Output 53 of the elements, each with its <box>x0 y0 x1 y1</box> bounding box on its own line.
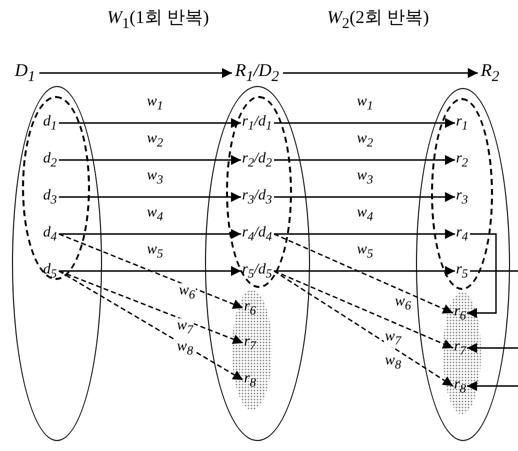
element-label: d$_{5}$ <box>43 262 57 280</box>
element-label: r$_{7}$ <box>454 339 466 357</box>
edge-label: w$_{6}$ <box>178 283 196 301</box>
arrow <box>274 192 455 202</box>
element-label: r$_{8}$ <box>244 371 256 389</box>
dashed-arrow <box>274 270 454 387</box>
element-label: d$_{3}$ <box>43 188 57 206</box>
element-label: r$_{7}$ <box>244 334 256 352</box>
edge-label: w$_{6}$ <box>394 294 412 312</box>
element-label: d$_{2}$ <box>43 151 57 169</box>
arrow <box>274 229 455 239</box>
arrow <box>467 233 497 318</box>
element-label: r$_{2}$/d$_{2}$ <box>242 151 272 169</box>
element-label: r$_{1}$ <box>456 114 468 132</box>
arrow <box>58 229 241 239</box>
set-ellipse <box>416 88 510 441</box>
set-ellipse <box>12 86 102 441</box>
element-label: d$_{1}$ <box>43 114 57 132</box>
element-label: r$_{8}$ <box>454 377 466 395</box>
element-label: r$_{3}$/d$_{3}$ <box>242 188 272 206</box>
dashed-arrow <box>274 233 454 314</box>
line <box>470 270 518 272</box>
dashed-ellipse <box>430 98 492 290</box>
element-label: r$_{2}$ <box>456 151 468 169</box>
element-label: r$_{4}$/d$_{4}$ <box>242 225 272 243</box>
element-label: r$_{4}$ <box>456 225 468 243</box>
arrow <box>39 68 232 78</box>
arrow <box>58 155 241 165</box>
edge-label: w$_{7}$ <box>176 318 194 336</box>
edge-label: w$_{8}$ <box>176 339 194 357</box>
element-label: r$_{6}$ <box>454 304 466 322</box>
arrow <box>467 381 518 391</box>
arrow <box>58 192 241 202</box>
dashed-arrow <box>58 233 244 309</box>
element-label: r$_{5}$/d$_{5}$ <box>242 262 272 280</box>
arrow <box>274 266 455 276</box>
arrow <box>58 266 241 276</box>
dashed-arrow <box>58 270 244 381</box>
arrow <box>274 155 455 165</box>
element-label: d$_{4}$ <box>43 225 57 243</box>
dashed-ellipse <box>226 96 292 288</box>
element-label: r$_{3}$ <box>456 188 468 206</box>
element-label: r$_{1}$/d$_{1}$ <box>242 114 272 132</box>
set-ellipse <box>205 86 310 441</box>
arrow <box>283 68 478 78</box>
arrow <box>58 118 241 128</box>
element-label: r$_{6}$ <box>244 299 256 317</box>
dashed-arrow <box>58 270 244 344</box>
edge-label: w$_{8}$ <box>384 353 402 371</box>
dashed-ellipse <box>22 96 90 280</box>
arrow <box>467 343 518 353</box>
element-label: r$_{5}$ <box>456 262 468 280</box>
dashed-arrow <box>274 270 454 349</box>
